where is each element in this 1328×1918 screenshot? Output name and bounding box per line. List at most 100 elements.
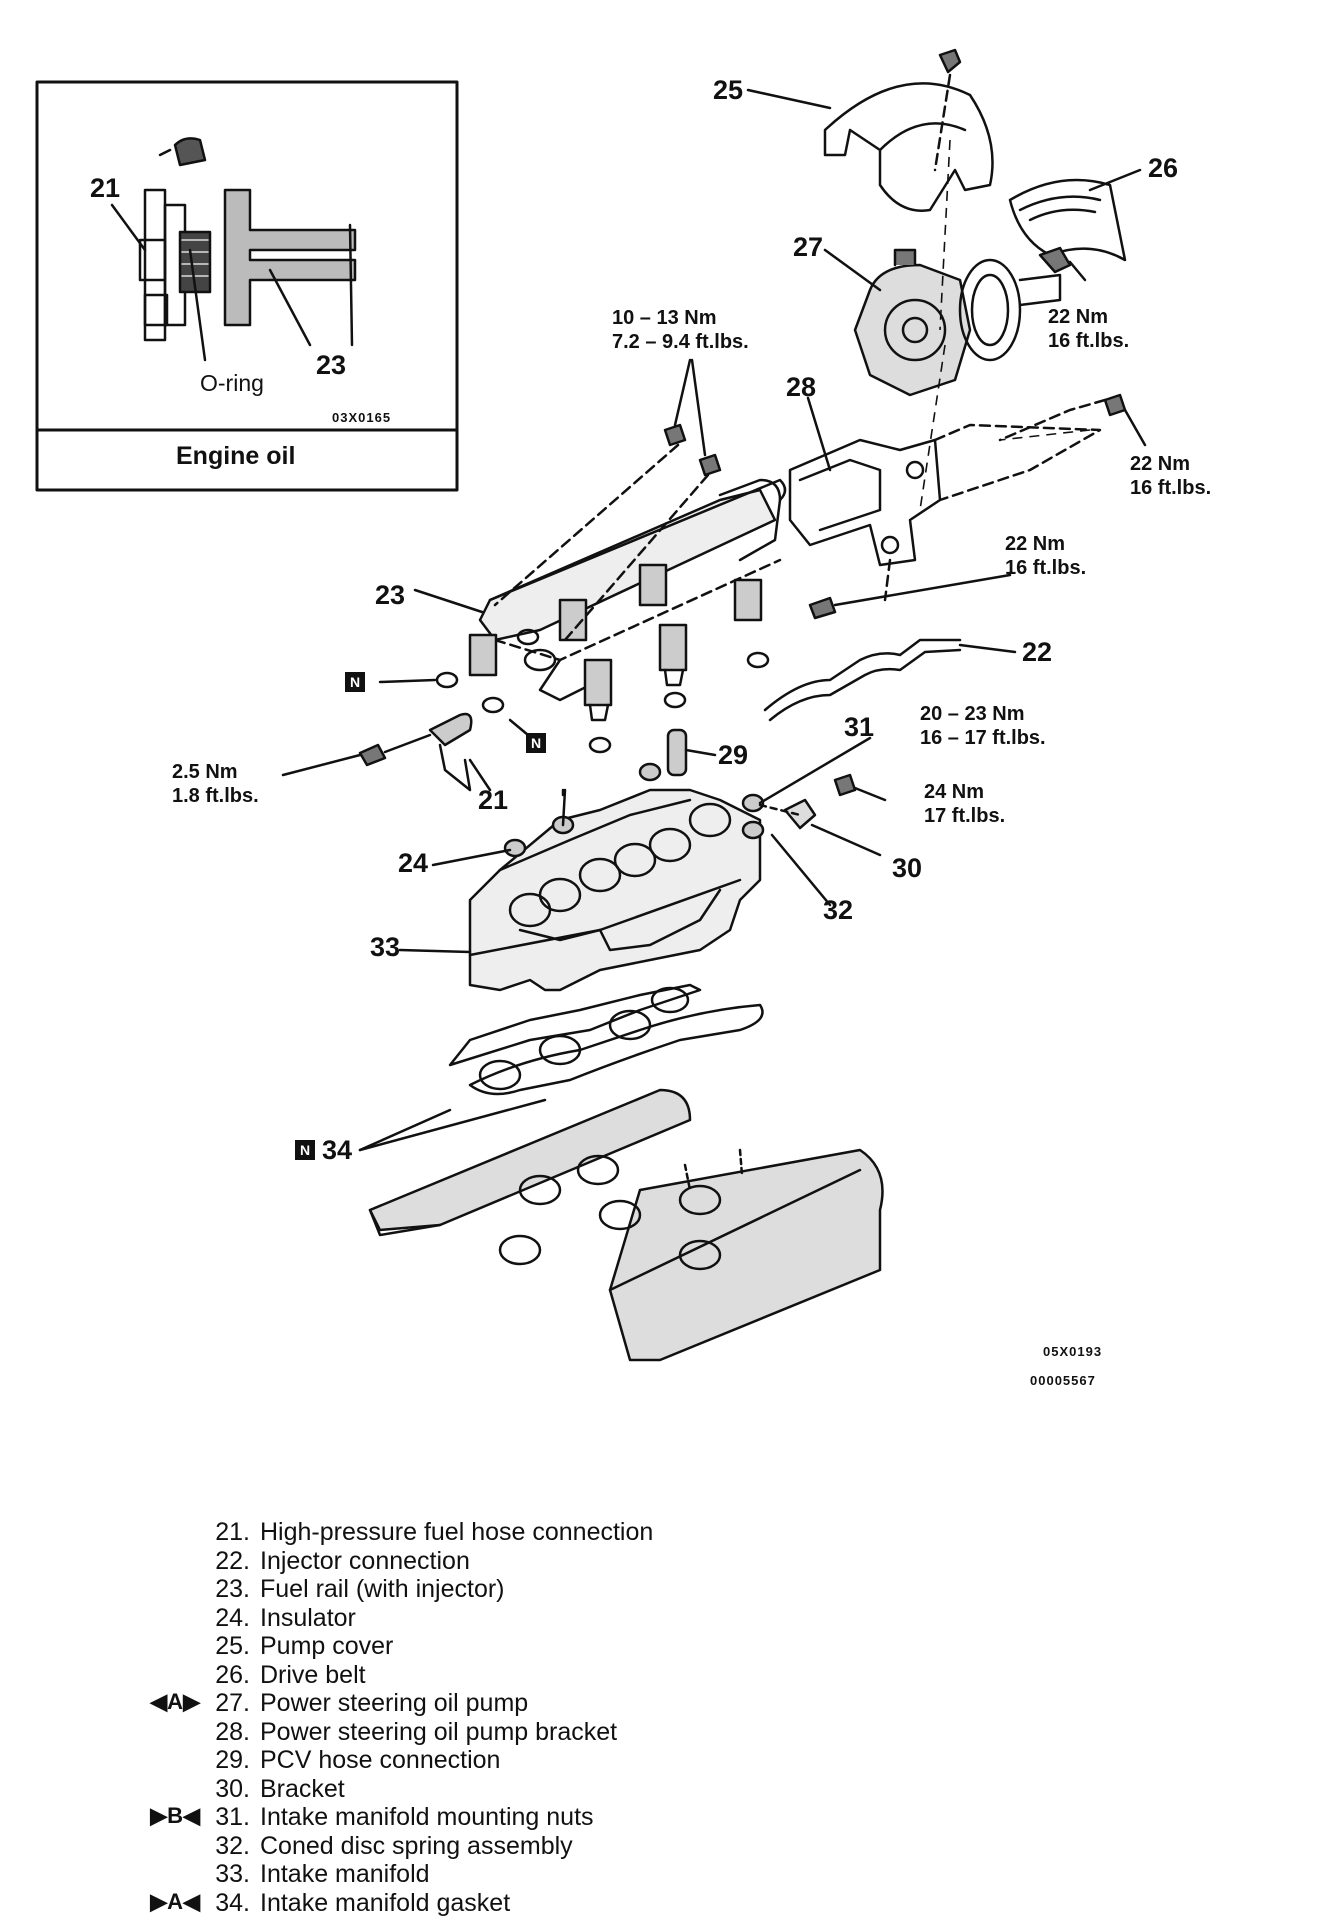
legend-text: Insulator (260, 1603, 356, 1632)
torque-nm: 22 Nm (1130, 453, 1191, 475)
legend-number: 34. (215, 1888, 250, 1917)
legend-number: 24. (215, 1603, 250, 1632)
legend-number: 25. (215, 1632, 250, 1660)
legend-text: Fuel rail (with injector) (260, 1575, 505, 1603)
callout-21: 21 (478, 785, 509, 815)
torque-ftlbs: 17 ft.lbs. (924, 805, 1006, 827)
pump-bracket (788, 393, 1147, 620)
new-part-marker: N (526, 733, 546, 753)
callout-21-inset: 21 (90, 173, 121, 203)
legend-item: 22. Injector connection (30, 1547, 930, 1576)
torque-manifold-nuts: 20 – 23 Nm 16 – 17 ft.lbs. (920, 702, 1046, 750)
legend-number: 31. (215, 1803, 250, 1831)
torque-pump-bolt-1: 22 Nm 16 ft.lbs. (1048, 305, 1129, 353)
callout-28: 28 (786, 372, 817, 402)
torque-ftlbs: 16 ft.lbs. (1005, 557, 1087, 579)
legend-number: 27. (215, 1689, 250, 1717)
torque-nm: 20 – 23 Nm (920, 703, 1025, 725)
fuel-hose-connection (281, 671, 530, 792)
legend-number: 28. (215, 1717, 250, 1746)
legend-item: 32. Coned disc spring assembly (30, 1832, 930, 1861)
torque-nm: 10 – 13 Nm (612, 307, 717, 329)
drive-belt (1008, 168, 1142, 262)
legend-text: Power steering oil pump bracket (260, 1717, 618, 1746)
legend-number: 33. (215, 1860, 250, 1888)
legend-item: 30. Bracket (30, 1775, 930, 1804)
torque-ftlbs: 16 ft.lbs. (1048, 330, 1130, 352)
torque-nm: 22 Nm (1048, 306, 1109, 328)
inset-caption: Engine oil (176, 442, 296, 470)
fuel-rail (413, 358, 787, 754)
legend-marker: ▶A◀ (150, 1888, 200, 1914)
legend-item: 29. PCV hose connection (30, 1746, 930, 1775)
torque-bracket-30-bolt: 24 Nm 17 ft.lbs. (924, 780, 1005, 828)
legend-text: Intake manifold (260, 1860, 430, 1888)
legend-text: Intake manifold gasket (260, 1888, 511, 1917)
legend-number: 23. (215, 1575, 250, 1603)
pump-cover (746, 48, 994, 212)
legend-marker: ◀A▶ (150, 1689, 200, 1714)
intake-manifold (398, 736, 887, 992)
callout-29: 29 (718, 740, 749, 770)
new-part-marker: N (345, 672, 365, 692)
callout-22: 22 (1022, 637, 1053, 667)
legend-text: Power steering oil pump (260, 1689, 529, 1717)
legend-item: 28. Power steering oil pump bracket (30, 1718, 930, 1747)
legend-number: 21. (215, 1518, 250, 1546)
callout-23-inset: 23 (316, 350, 347, 380)
torque-pump-bolt-2: 22 Nm 16 ft.lbs. (1130, 452, 1211, 500)
callout-31: 31 (844, 712, 875, 742)
legend-item: ▶B◀ 31. Intake manifold mounting nuts (30, 1803, 930, 1832)
legend-number: 29. (215, 1746, 250, 1774)
legend-number: 32. (215, 1831, 250, 1860)
torque-nm: 2.5 Nm (172, 761, 238, 783)
legend-item: 24. Insulator (30, 1604, 930, 1633)
torque-ftlbs: 16 – 17 ft.lbs. (920, 727, 1046, 749)
injector-connection (763, 638, 1017, 722)
legend-item: 25.Pump cover (30, 1632, 930, 1661)
legend-text: Bracket (260, 1774, 345, 1803)
legend-number: 22. (215, 1546, 250, 1575)
legend-text: High-pressure fuel hose connection (260, 1518, 654, 1546)
legend-item: 26. Drive belt (30, 1661, 930, 1690)
torque-rail-bolts: 10 – 13 Nm 7.2 – 9.4 ft.lbs. (612, 306, 749, 354)
pcv-hose (666, 728, 717, 777)
legend-number: 26. (215, 1660, 250, 1689)
legend-item: ◀A▶ 27. Power steering oil pump (30, 1689, 930, 1718)
legend-item: ▶A◀ 34. Intake manifold gasket (30, 1889, 930, 1918)
engine-oil-inset (35, 80, 459, 492)
inset-code: 03X0165 (332, 410, 392, 425)
diagram-code: 00005567 (1030, 1373, 1096, 1388)
legend-item: 33. Intake manifold (30, 1860, 930, 1889)
torque-nm: 24 Nm (924, 781, 985, 803)
legend-text: Intake manifold mounting nuts (260, 1803, 594, 1831)
callout-33: 33 (370, 932, 401, 962)
torque-ftlbs: 16 ft.lbs. (1130, 477, 1212, 499)
callout-30: 30 (892, 853, 923, 883)
new-part-marker: N (295, 1140, 315, 1160)
intake-manifold-gasket (358, 983, 764, 1152)
legend-text: PCV hose connection (260, 1746, 501, 1774)
power-steering-pump (823, 246, 1087, 397)
oring-label: O-ring (200, 370, 264, 396)
diagram-code: 05X0193 (1043, 1344, 1103, 1359)
callout-25: 25 (713, 75, 744, 105)
legend-item: 23. Fuel rail (with injector) (30, 1575, 930, 1604)
legend-text: Coned disc spring assembly (260, 1831, 573, 1860)
legend-item: 21. High-pressure fuel hose connection (30, 1518, 930, 1547)
callout-32: 32 (823, 895, 854, 925)
callout-24: 24 (398, 848, 429, 878)
callout-34: 34 (322, 1135, 353, 1165)
legend-text: Injector connection (260, 1546, 470, 1575)
torque-ftlbs: 1.8 ft.lbs. (172, 785, 259, 807)
legend-marker: ▶B◀ (150, 1803, 200, 1828)
legend-text: Drive belt (260, 1660, 366, 1689)
torque-nm: 22 Nm (1005, 533, 1066, 555)
torque-fuel-hose-bolt: 2.5 Nm 1.8 ft.lbs. (172, 760, 259, 808)
callout-27: 27 (793, 232, 824, 262)
cylinder-head-blocks (368, 1088, 884, 1362)
legend-number: 30. (215, 1774, 250, 1803)
callout-26: 26 (1148, 153, 1179, 183)
